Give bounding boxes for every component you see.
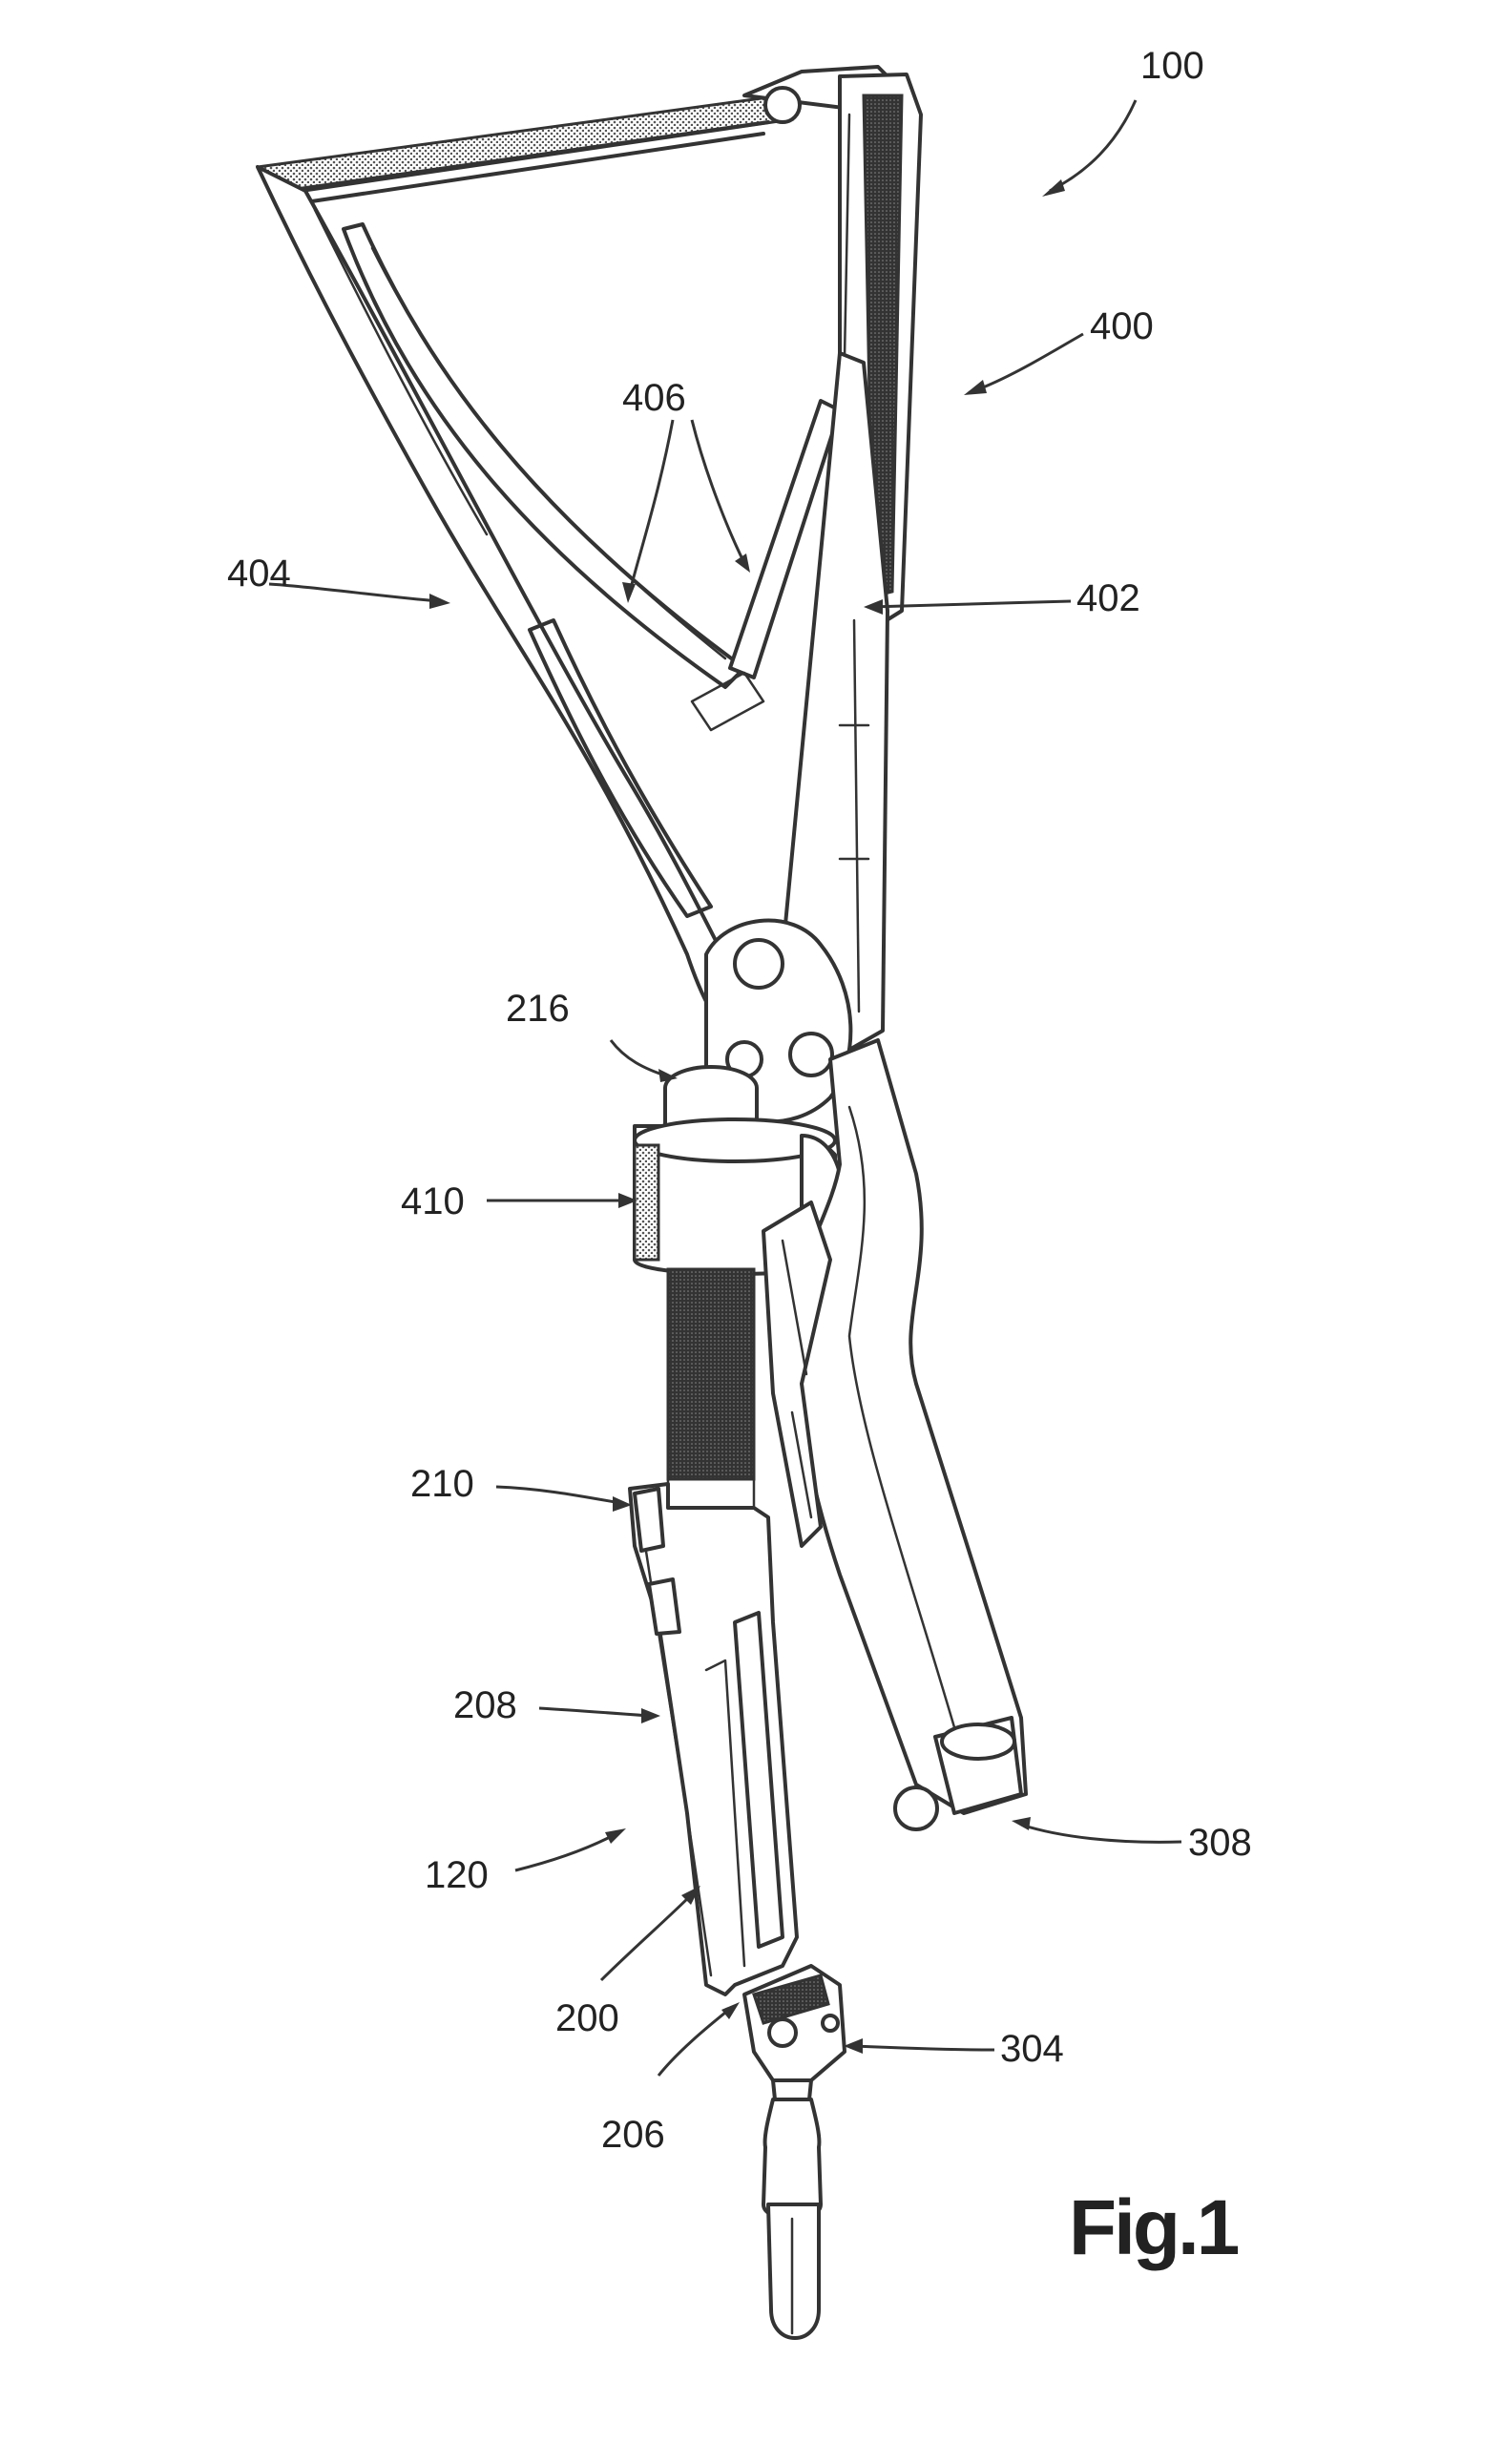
label-304: 304 <box>1000 2028 1064 2070</box>
label-206: 206 <box>601 2114 665 2156</box>
label-200: 200 <box>555 1997 619 2039</box>
label-400: 400 <box>1090 305 1154 347</box>
label-402: 402 <box>1076 577 1140 619</box>
label-210: 210 <box>410 1463 474 1505</box>
label-410: 410 <box>401 1180 465 1222</box>
handle-assembly-drawing <box>258 67 921 1121</box>
label-308: 308 <box>1188 1822 1252 1864</box>
label-120: 120 <box>425 1854 489 1896</box>
label-216: 216 <box>506 988 570 1030</box>
label-208: 208 <box>453 1684 517 1726</box>
label-404: 404 <box>227 553 291 595</box>
lower-assembly-drawing <box>630 1484 845 2338</box>
label-100: 100 <box>1140 45 1204 87</box>
figure-caption: Fig.1 <box>1069 2184 1239 2271</box>
label-406: 406 <box>622 377 686 419</box>
